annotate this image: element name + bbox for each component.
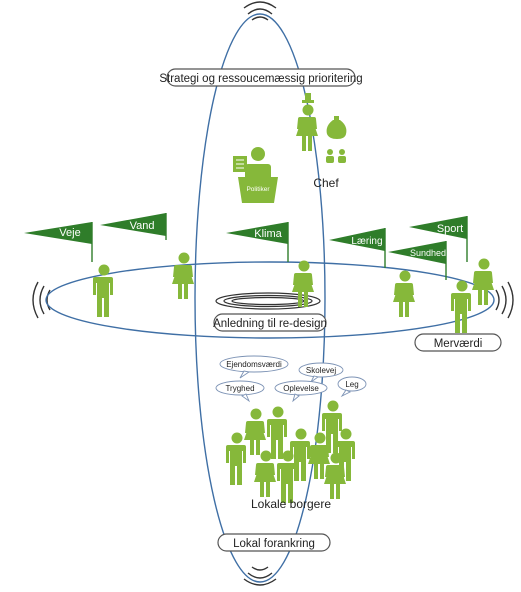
vertical-axis-ellipse: [194, 13, 326, 583]
bottom-wave-icon: [243, 566, 277, 586]
flag-vand-label: Vand: [130, 220, 155, 232]
bubble-oplevelse: [274, 380, 328, 396]
anledning-pill: Anledning til re-design: [213, 313, 327, 332]
flag-klima: Klima: [226, 222, 289, 262]
flag-sundhed-label: Sundhed: [410, 248, 446, 258]
bubble-ejendomsvaerdi: [219, 355, 289, 373]
bubble-leg: [337, 376, 367, 392]
flag-veje-label: Veje: [59, 227, 80, 239]
bubble-leg-label: Leg: [345, 380, 358, 389]
left-wave-icon: [32, 281, 51, 319]
politiker-label: Politiker: [246, 186, 270, 193]
bubble-ejendomsvaerdi-label: Ejendomsværdi: [226, 360, 282, 369]
bubble-tryghed: [215, 380, 265, 396]
chef-icon: [296, 93, 347, 163]
bubble-skolevej: [298, 362, 344, 378]
speech-bubbles: [215, 355, 367, 403]
strategy-label: Strategi og ressoucemæssig prioritering: [159, 73, 362, 85]
horizontal-axis-ellipse: [45, 261, 495, 339]
lokal-forankring-pill: Lokal forankring: [217, 533, 331, 552]
flag-laering: Læring: [329, 228, 386, 268]
top-wave-icon: [243, 1, 277, 21]
bubble-tryghed-label: Tryghed: [225, 384, 254, 393]
people-crowd-icon: [226, 400, 355, 503]
bubble-oplevelse-label: Oplevelse: [283, 384, 319, 393]
flag-sport-label: Sport: [437, 223, 463, 235]
right-wave-icon: [495, 281, 514, 319]
flag-laering-label: Læring: [351, 236, 382, 247]
flag-sundhed: Sundhed: [388, 241, 447, 280]
bubble-skolevej-label: Skolevej: [306, 366, 336, 375]
flag-sport: Sport: [409, 216, 468, 262]
mervaerdi-label: Merværdi: [434, 338, 483, 350]
chef-label: Chef: [313, 176, 339, 190]
lokale-borgere-label: Lokale borgere: [251, 497, 331, 511]
flag-klima-label: Klima: [254, 228, 282, 240]
mervaerdi-pill: Merværdi: [414, 333, 502, 352]
flag-veje: Veje: [24, 222, 93, 262]
flag-vand: Vand: [100, 213, 167, 240]
politician-at-podium-icon: [233, 147, 278, 203]
strategy-pill: Strategi og ressoucemæssig prioritering: [159, 68, 363, 87]
anledning-label: Anledning til re-design: [213, 318, 327, 330]
lokal-forankring-label: Lokal forankring: [233, 538, 315, 550]
